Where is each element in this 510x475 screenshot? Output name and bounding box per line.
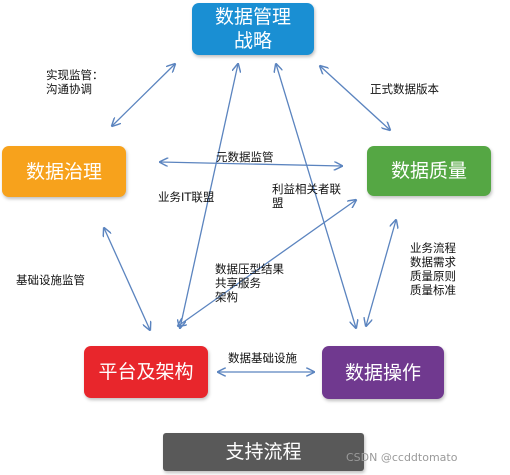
watermark: CSDN @ccddtomato — [346, 451, 458, 464]
edge-label-infrastructure: 数据基础设施 — [228, 351, 297, 365]
quality-box: 数据质量 — [367, 146, 491, 196]
edge-label-supervise: 实现监管： 沟通协调 — [46, 68, 104, 96]
support-box: 支持流程 — [163, 433, 364, 471]
strategy-box: 数据管理 战略 — [192, 3, 314, 55]
edge-label-metadata: 元数据监管 — [216, 150, 274, 164]
edge-label-it-union: 业务IT联盟 — [158, 190, 215, 204]
arrow-strategy-quality — [320, 66, 390, 130]
operation-label: 数据操作 — [344, 361, 421, 384]
edge-label-version: 正式数据版本 — [370, 82, 439, 96]
support-label: 支持流程 — [225, 441, 302, 463]
edge-label-workflow: 业务流程 数据需求 质量原则 质量标准 — [410, 241, 456, 297]
platform-label: 平台及架构 — [98, 361, 194, 383]
governance-label: 数据治理 — [25, 160, 102, 183]
platform-box: 平台及架构 — [84, 346, 208, 398]
strategy-label: 数据管理 战略 — [214, 6, 291, 52]
arrow-quality-platform — [178, 200, 356, 326]
quality-label: 数据质量 — [390, 160, 467, 182]
governance-box: 数据治理 — [2, 146, 126, 197]
operation-box: 数据操作 — [322, 346, 444, 399]
edge-label-shared-service: 数据压型结果 共享服务 架构 — [215, 262, 284, 304]
arrow-governance-platform — [104, 228, 150, 330]
arrow-strategy-governance — [112, 64, 175, 126]
edge-label-infra-supervise: 基础设施监管 — [16, 273, 85, 287]
arrow-quality-operation — [366, 220, 396, 326]
edge-label-stakeholder: 利益相关者联 盟 — [272, 182, 341, 210]
